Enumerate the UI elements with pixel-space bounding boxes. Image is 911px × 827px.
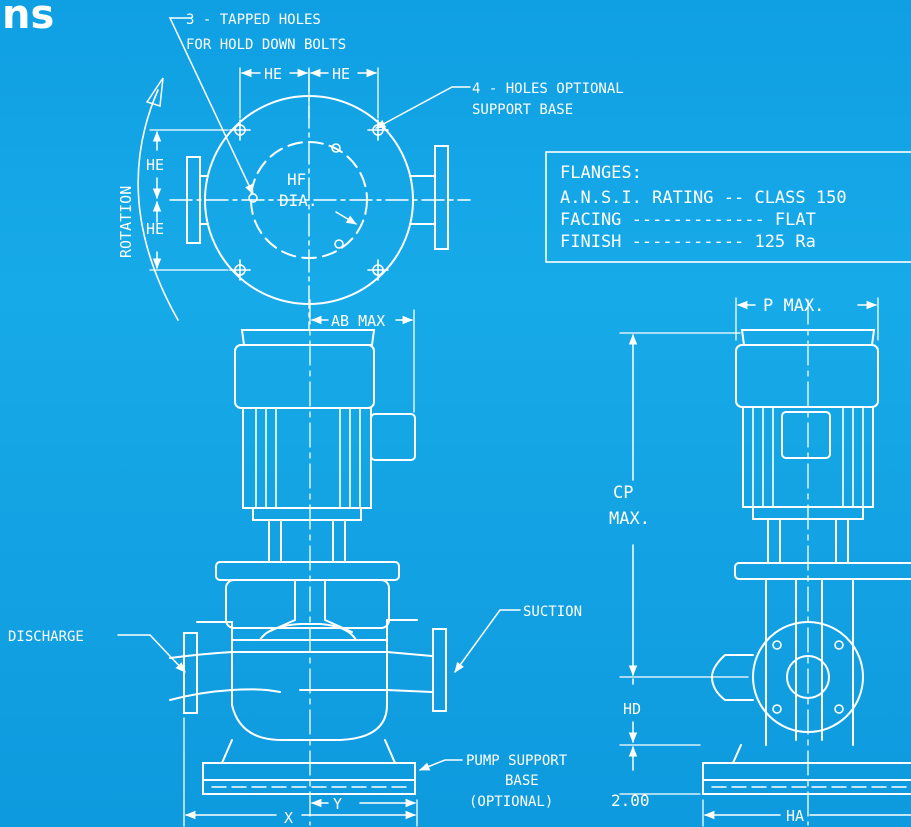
discharge-label: DISCHARGE: [8, 629, 84, 645]
flange-table-row: A.N.S.I. RATING -- CLASS 150: [560, 188, 847, 208]
pump-base-note-line3: (OPTIONAL): [469, 794, 553, 810]
side-elevation: [619, 297, 911, 827]
flange-table-row: FINISH ----------- 125 Ra: [560, 232, 816, 252]
page-heading: ns: [2, 0, 54, 38]
cp-dimension: CP: [613, 483, 633, 503]
p-max-dimension: P MAX.: [763, 296, 824, 316]
he-dimension-top-left: HE: [264, 65, 282, 83]
pump-base-note-line1: PUMP SUPPORT: [466, 753, 568, 769]
front-elevation: [117, 299, 521, 827]
hd-dimension: HD: [623, 700, 641, 718]
pump-base-note-line2: BASE: [505, 773, 539, 789]
tapped-holes-note-line1: 3 - TAPPED HOLES: [186, 12, 321, 28]
he-dimension-left-upper: HE: [146, 156, 164, 174]
base-height-dimension: 2.00: [611, 791, 650, 810]
ab-max-dimension: AB MAX: [331, 312, 385, 330]
top-view: [137, 17, 471, 331]
suction-label: SUCTION: [523, 604, 582, 620]
flange-table-frame: [545, 151, 911, 263]
he-dimension-top-right: HE: [332, 65, 350, 83]
hf-dimension: HF: [287, 170, 306, 189]
rotation-label: ROTATION: [117, 186, 135, 258]
x-dimension: X: [284, 809, 293, 827]
cp-max-dimension: MAX.: [609, 509, 650, 529]
y-dimension: Y: [333, 795, 342, 813]
he-dimension-left-lower: HE: [146, 220, 164, 238]
labels: ns 3 - TAPPED HOLES FOR HOLD DOWN BOLTS …: [2, 0, 847, 827]
flange-table-title: FLANGES:: [560, 163, 642, 183]
tapped-holes-note-line2: FOR HOLD DOWN BOLTS: [186, 37, 346, 53]
ha-dimension: HA: [786, 807, 804, 825]
support-holes-note-line2: SUPPORT BASE: [472, 102, 573, 118]
support-holes-note-line1: 4 - HOLES OPTIONAL: [472, 81, 624, 97]
dia-dimension: DIA.: [279, 191, 318, 210]
flange-table-row: FACING ------------- FLAT: [560, 210, 816, 230]
